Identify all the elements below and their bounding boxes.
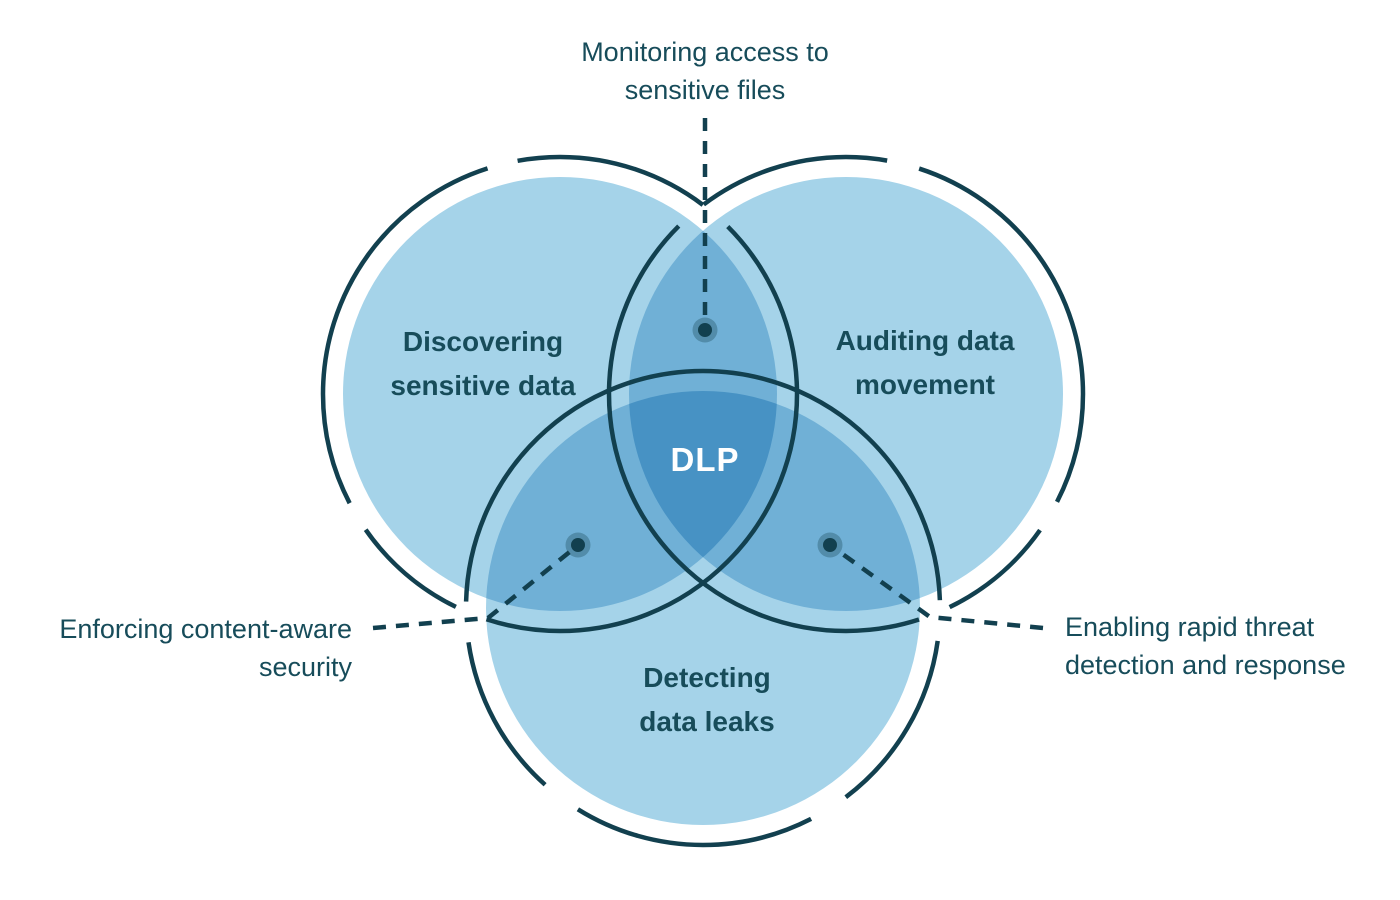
connector-right <box>835 548 1044 631</box>
title-discovering: Discovering sensitive data <box>323 320 643 408</box>
ring-discovering <box>320 154 800 634</box>
annotation-left-line2: security <box>258 652 352 682</box>
annotation-left-line1: Enforcing content-aware <box>59 614 352 644</box>
title-discovering-line2: sensitive data <box>390 370 576 401</box>
title-discovering-line1: Discovering <box>402 326 564 357</box>
dot-right <box>817 532 843 558</box>
dot-top-core <box>698 323 712 337</box>
ring-auditing <box>606 154 1086 634</box>
ring-detecting <box>463 368 943 848</box>
annotation-top-line2: sensitive files <box>624 75 786 105</box>
annotation-right-line1: Enabling rapid threat <box>1065 612 1315 642</box>
title-detecting-line1: Detecting <box>643 662 771 693</box>
title-auditing-line1: Auditing data <box>835 325 1015 356</box>
dot-left-core <box>571 538 585 552</box>
connector-left <box>372 548 574 631</box>
annotation-top: Monitoring access to sensitive files <box>455 33 955 109</box>
title-detecting-line2: data leaks <box>639 706 775 737</box>
dot-right-core <box>823 538 837 552</box>
annotation-top-line1: Monitoring access to <box>581 37 829 67</box>
annotation-right-line2: detection and response <box>1065 650 1346 680</box>
dot-top <box>692 317 718 343</box>
title-auditing: Auditing data movement <box>765 319 1085 407</box>
dot-left <box>565 532 591 558</box>
annotation-right: Enabling rapid threat detection and resp… <box>1065 608 1395 684</box>
title-detecting: Detecting data leaks <box>547 656 867 744</box>
annotation-left: Enforcing content-aware security <box>20 610 352 686</box>
center-label-dlp: DLP <box>670 441 740 478</box>
title-auditing-line2: movement <box>854 369 996 400</box>
